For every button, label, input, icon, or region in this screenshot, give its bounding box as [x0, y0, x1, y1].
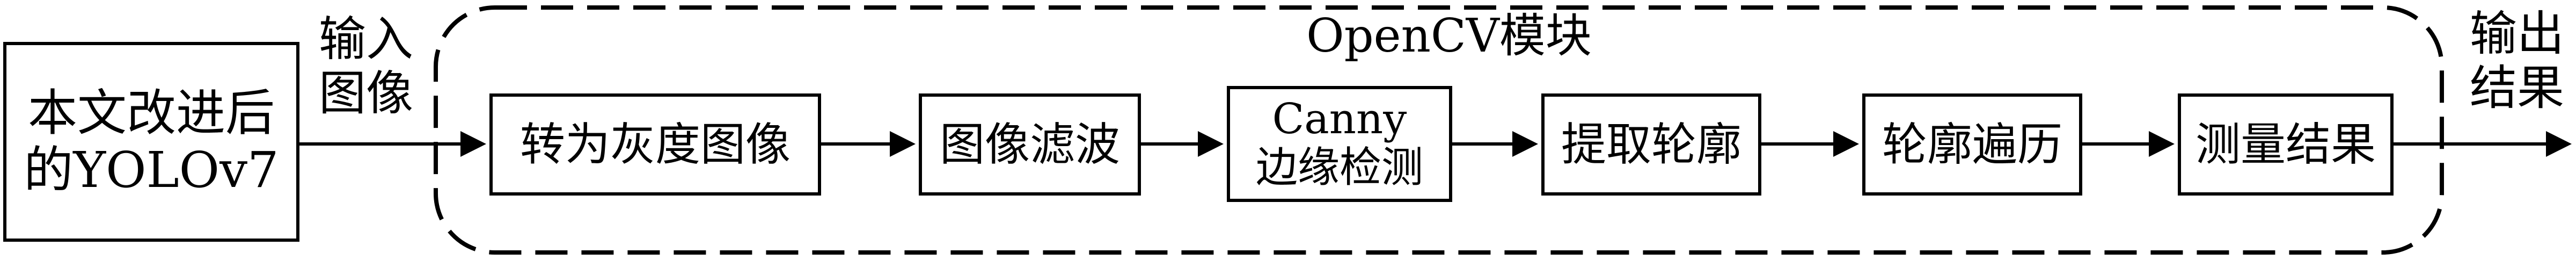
yolov7-source-box: 本文改进后 的YOLOv7: [3, 42, 299, 242]
step-extract-contours: 提取轮廓: [1541, 93, 1761, 196]
step-image-filter: 图像滤波: [919, 93, 1141, 196]
step-grayscale: 转为灰度图像: [489, 93, 821, 196]
step-canny-edge-detection: Canny 边缘检测: [1227, 86, 1452, 202]
module-title: OpenCV模块: [1306, 9, 1592, 63]
step-contour-traversal: 轮廓遍历: [1862, 93, 2082, 196]
output-result-label: 输出 结果: [2469, 6, 2564, 116]
input-image-label: 输入 图像: [318, 11, 413, 121]
opencv-module-boundary: [434, 5, 2444, 255]
step-measurement-result: 测量结果: [2178, 93, 2394, 196]
